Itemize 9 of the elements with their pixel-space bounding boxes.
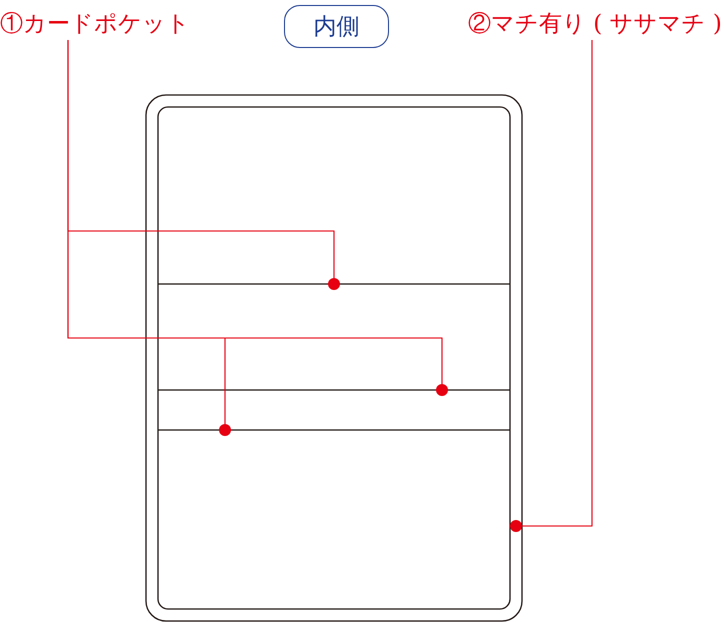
dot-marker [328,278,340,290]
callout-label: ②マチ有り ( ササマチ ) [468,8,728,40]
dot-marker [219,424,231,436]
leader-line [67,40,226,424]
dot-marker [436,384,448,396]
dot-marker [510,520,522,532]
leader-line [522,40,593,527]
callout-label: ①カードポケット [0,8,200,40]
heading-badge: 内側 [284,5,389,48]
